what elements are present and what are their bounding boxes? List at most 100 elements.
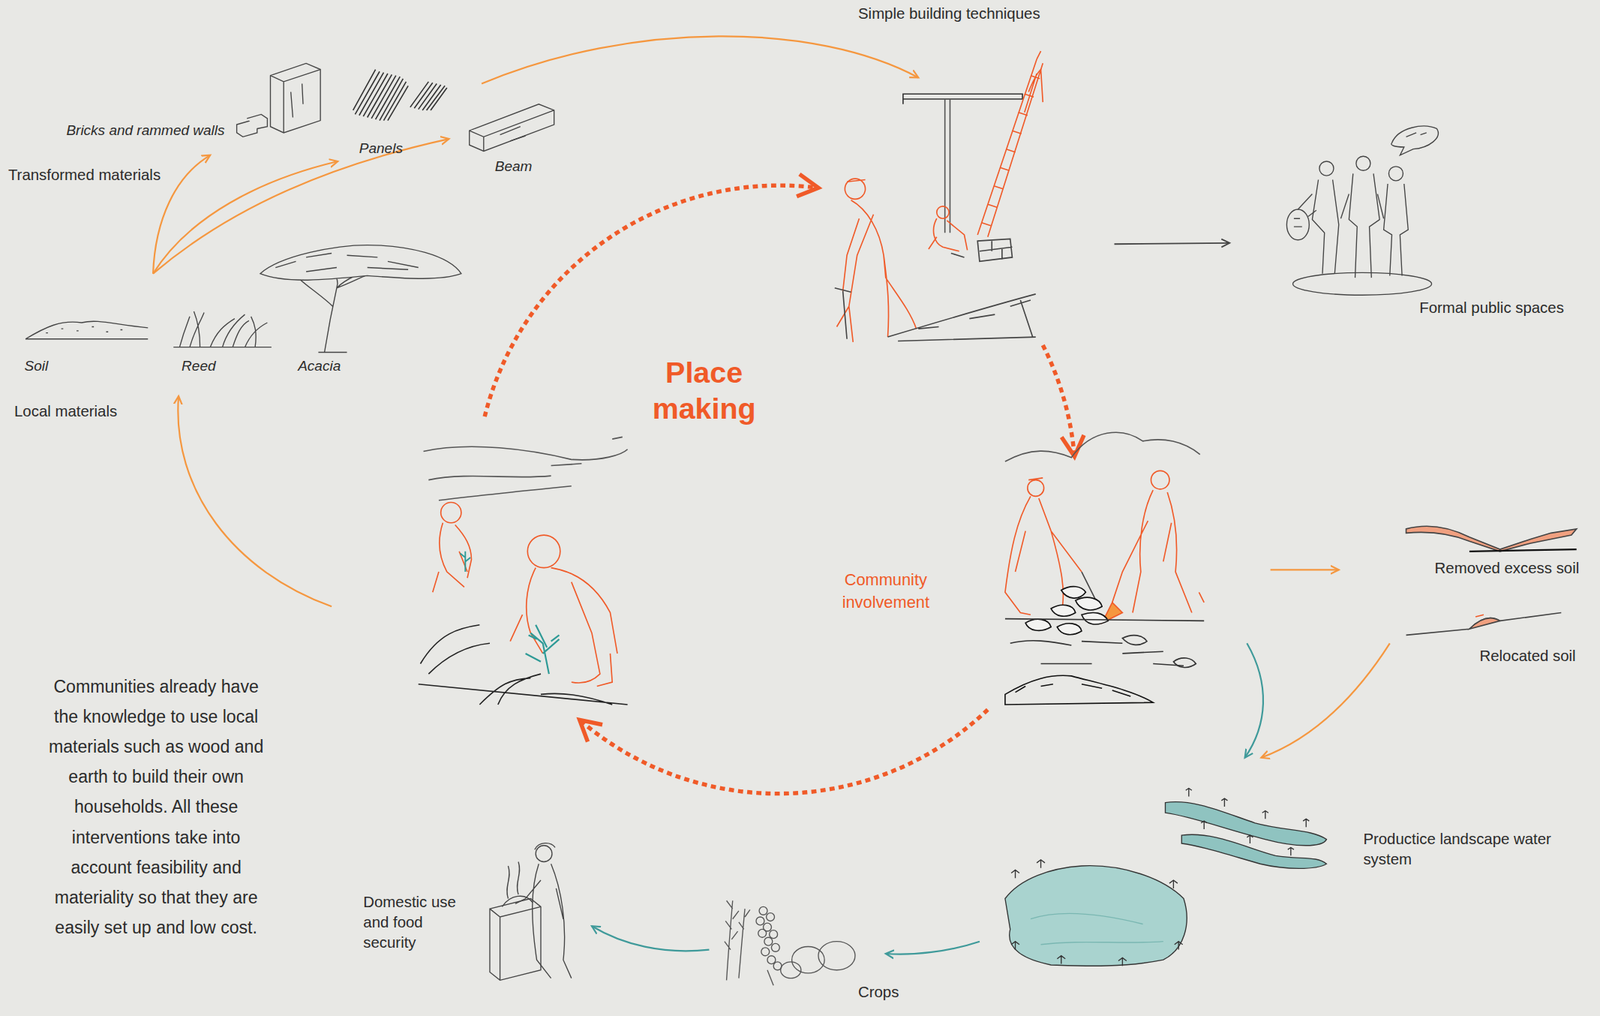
public-space-sketch <box>1356 156 1371 171</box>
cooking-sketch <box>534 843 556 850</box>
orange-flow-arrows <box>481 36 919 84</box>
building-sketch <box>977 51 1043 238</box>
building-sketch <box>1024 69 1043 113</box>
bricks-sketch <box>270 63 321 133</box>
crops-sketch <box>771 942 780 952</box>
public-space-sketch <box>1319 161 1334 176</box>
building-sketch <box>834 288 852 340</box>
beam-sketch <box>469 104 555 152</box>
illustration-label: Panels <box>359 139 403 159</box>
cooking-sketch <box>489 843 572 981</box>
note-paragraph: Communities already have the knowledge t… <box>41 671 271 943</box>
soil-sketch <box>25 321 148 340</box>
digging-sketch <box>1112 489 1204 613</box>
illustration-label: Domestic use and food security <box>363 891 476 954</box>
building-sketch <box>836 200 916 343</box>
pond-sketch <box>1005 865 1187 967</box>
cooking-sketch <box>501 895 533 907</box>
bricks-sketch <box>237 63 322 137</box>
building-sketch <box>887 294 1036 342</box>
digging-sketch <box>1150 470 1169 489</box>
cooking-sketch <box>507 861 520 899</box>
public-space-sketch <box>1293 210 1317 227</box>
pond-sketch <box>1011 859 1183 967</box>
building-sketch <box>903 93 1023 105</box>
relocated-soil-sketch <box>1406 612 1562 635</box>
soil-sketch <box>25 321 148 340</box>
dark-arrow <box>1113 243 1230 244</box>
crops-sketch <box>738 908 751 979</box>
diagram-title: Place making <box>632 354 775 427</box>
teal-flow-arrows <box>1245 642 1264 757</box>
crops-sketch <box>756 916 765 925</box>
relocated-soil-sketch <box>1475 614 1484 617</box>
panels-sketch <box>353 69 448 121</box>
water-system-sketch <box>1181 834 1327 868</box>
crops-sketch <box>759 906 768 915</box>
crops-sketch <box>769 930 778 939</box>
digging-sketch <box>1005 675 1153 705</box>
cooking-sketch <box>489 898 541 981</box>
crops-sketch <box>724 900 739 980</box>
building-sketch <box>951 252 965 257</box>
public-space-sketch <box>1391 126 1438 156</box>
crops-sketch <box>767 955 776 964</box>
building-sketch <box>981 75 1041 226</box>
reed-sketch <box>173 311 272 348</box>
water-system-sketch <box>1164 788 1327 869</box>
panels-sketch <box>353 69 409 121</box>
building-sketch <box>928 218 968 252</box>
digging-sketch <box>1025 586 1108 635</box>
orange-flow-arrows <box>1270 568 1339 571</box>
acacia-sketch <box>260 245 462 353</box>
building-sketch <box>846 180 865 183</box>
crops-sketch <box>761 947 770 956</box>
illustration-label: Productice landscape water system <box>1362 828 1573 870</box>
planting-sketch <box>418 624 628 705</box>
orange-flow-arrows <box>153 36 1390 757</box>
soil-sketch <box>45 326 123 333</box>
orange-flow-arrows <box>153 155 211 274</box>
crops-sketch <box>818 941 856 970</box>
public-space-sketch <box>1293 272 1432 295</box>
digging-sketch <box>1005 432 1204 705</box>
place-making-cycle <box>1042 345 1075 457</box>
place-making-cycle <box>484 185 1075 794</box>
planting-sketch <box>423 436 628 500</box>
pond-sketch <box>1005 859 1187 967</box>
illustration-label: Community involvement <box>829 568 943 614</box>
soil-sketch <box>25 338 148 340</box>
water-system-sketch <box>1185 788 1310 856</box>
illustration-label: Crops <box>858 981 899 1003</box>
dark-arrow <box>1113 243 1230 244</box>
illustration-label: Relocated soil <box>1479 645 1576 667</box>
crops-sketch <box>780 961 802 979</box>
illustration-label: Acacia <box>297 357 341 376</box>
place-making-cycle <box>484 185 819 417</box>
planting-sketch <box>460 551 472 572</box>
cooking-sketch <box>515 863 572 978</box>
reed-sketch <box>173 311 272 348</box>
beam-sketch <box>469 110 555 151</box>
illustration-label: Local materials <box>14 401 118 422</box>
illustration-label: Removed excess soil <box>1434 558 1580 579</box>
digging-sketch <box>1005 432 1201 462</box>
teal-flow-arrows <box>591 925 709 951</box>
planting-sketch <box>418 436 628 705</box>
building-sketch <box>977 238 1012 262</box>
acacia-sketch <box>275 252 418 271</box>
illustration-label: Transformed materials <box>8 165 161 186</box>
orange-flow-arrows <box>1260 642 1390 757</box>
crops-sketch <box>764 936 773 946</box>
digging-sketch <box>1005 618 1204 667</box>
relocated-soil-sketch <box>1406 612 1562 635</box>
digging-sketch <box>1122 635 1196 668</box>
crops-sketch <box>766 912 775 922</box>
digging-sketch <box>1027 480 1045 497</box>
public-space-sketch <box>1297 180 1339 274</box>
crops-sketch <box>767 969 774 985</box>
panels-sketch <box>410 81 448 111</box>
beam-sketch <box>469 104 555 152</box>
pond-sketch <box>1030 912 1164 944</box>
